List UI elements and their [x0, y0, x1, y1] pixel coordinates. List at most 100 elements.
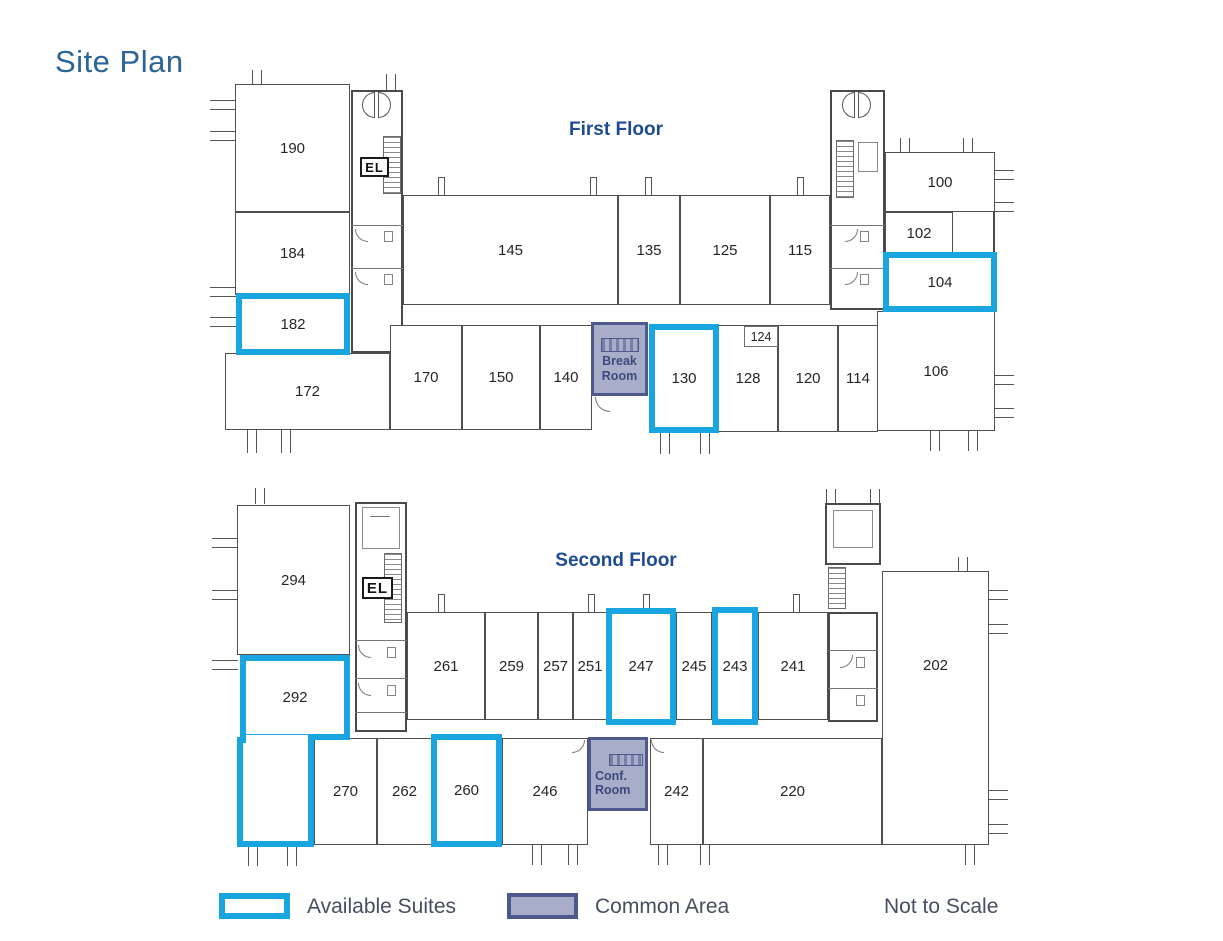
- window-tick: [826, 489, 836, 503]
- window-tick: [994, 375, 1014, 385]
- pillar: [438, 594, 445, 613]
- bathroom-block-right-second: [828, 612, 878, 722]
- window-tick: [900, 138, 910, 154]
- bathroom-divider: [355, 678, 407, 679]
- conf-room-common-area: Conf. Room: [588, 737, 648, 811]
- pillar: [590, 177, 597, 196]
- break-room-counter-sketch: [600, 338, 639, 353]
- pillar: [643, 594, 650, 613]
- bathroom-divider: [830, 268, 885, 269]
- bathroom-divider: [828, 650, 878, 651]
- window-tick: [281, 429, 291, 453]
- window-tick: [994, 170, 1014, 180]
- toilet-fixture: [860, 231, 869, 242]
- conf-room-table-sketch: [609, 753, 643, 766]
- toilet-fixture: [856, 695, 865, 706]
- room-246: 246: [502, 738, 588, 845]
- room-261: 261: [407, 612, 485, 720]
- window-tick: [700, 845, 710, 865]
- room-106: 106: [877, 311, 995, 431]
- pillar: [645, 177, 652, 196]
- room-202: 202: [882, 571, 989, 845]
- window-tick: [660, 432, 670, 454]
- first-floor-title: First Floor: [569, 119, 663, 140]
- window-tick: [386, 74, 396, 90]
- pillar: [438, 177, 445, 196]
- window-tick: [700, 432, 710, 454]
- room-100: 100: [885, 152, 995, 212]
- page-title: Site Plan: [55, 44, 184, 79]
- pillar: [797, 177, 804, 196]
- break-room-label: Break Room: [601, 354, 638, 383]
- corridor-left-first: [351, 90, 403, 353]
- room-172: 172: [225, 353, 390, 430]
- window-tick: [870, 489, 880, 503]
- window-tick: [988, 790, 1008, 800]
- legend-common-swatch: [507, 893, 578, 919]
- second-floor-title: Second Floor: [555, 550, 677, 571]
- room-220: 220: [703, 738, 882, 845]
- not-to-scale-note: Not to Scale: [884, 895, 999, 918]
- window-tick: [210, 287, 236, 297]
- window-tick: [210, 131, 236, 141]
- room-120: 120: [778, 325, 838, 432]
- room-270: 270: [314, 738, 377, 845]
- toilet-fixture: [384, 274, 393, 285]
- window-tick: [255, 488, 265, 504]
- room-294: 294: [237, 505, 350, 655]
- storage-shelf-line: [370, 516, 390, 517]
- storage-unit: [833, 510, 873, 548]
- room-242: 242: [650, 738, 703, 845]
- bathroom-divider: [355, 640, 407, 641]
- window-tick: [958, 557, 968, 571]
- room-115: 115: [770, 195, 830, 305]
- window-tick: [212, 590, 238, 600]
- room-130-available: 130: [649, 324, 719, 433]
- room-243-available: 243: [712, 607, 758, 725]
- door-arc: [595, 397, 610, 412]
- room-292-available: 292: [240, 655, 350, 740]
- legend-available-label: Available Suites: [307, 895, 457, 918]
- room-124: 124: [744, 326, 778, 347]
- window-tick: [248, 846, 258, 866]
- room-150: 150: [462, 325, 540, 430]
- break-room-common-area: Break Room: [591, 322, 648, 396]
- window-tick: [212, 538, 238, 548]
- room-259: 259: [485, 612, 538, 720]
- stair-landing: [858, 142, 878, 172]
- toilet-fixture: [856, 657, 865, 668]
- storage-unit: [362, 507, 400, 549]
- window-tick: [994, 202, 1014, 212]
- room-190: 190: [235, 84, 350, 212]
- room-170: 170: [390, 325, 462, 430]
- window-tick: [930, 429, 940, 451]
- bathroom-divider: [351, 268, 403, 269]
- pillar: [588, 594, 595, 613]
- window-tick: [988, 590, 1008, 600]
- window-tick: [994, 408, 1014, 418]
- window-tick: [287, 846, 297, 866]
- window-tick: [988, 824, 1008, 834]
- room-245: 245: [676, 612, 712, 720]
- elevator-label: EL: [362, 577, 393, 599]
- toilet-fixture: [860, 274, 869, 285]
- toilet-fixture: [384, 231, 393, 242]
- room-262: 262: [377, 738, 432, 845]
- window-tick: [210, 100, 236, 110]
- room-182-available: 182: [236, 293, 350, 355]
- window-tick: [210, 317, 236, 327]
- window-tick: [212, 660, 238, 670]
- window-tick: [963, 138, 973, 154]
- elevator-label: EL: [360, 157, 389, 177]
- window-tick: [532, 845, 542, 865]
- room-247-available: 247: [606, 608, 676, 725]
- room-104-available: 104: [883, 252, 997, 312]
- room-251: 251: [573, 612, 607, 720]
- bathroom-divider: [828, 688, 878, 689]
- bathroom-divider: [830, 225, 885, 226]
- stairs-hatch: [828, 567, 846, 609]
- room-125: 125: [680, 195, 770, 305]
- pillar: [793, 594, 800, 613]
- bathroom-divider: [355, 712, 407, 713]
